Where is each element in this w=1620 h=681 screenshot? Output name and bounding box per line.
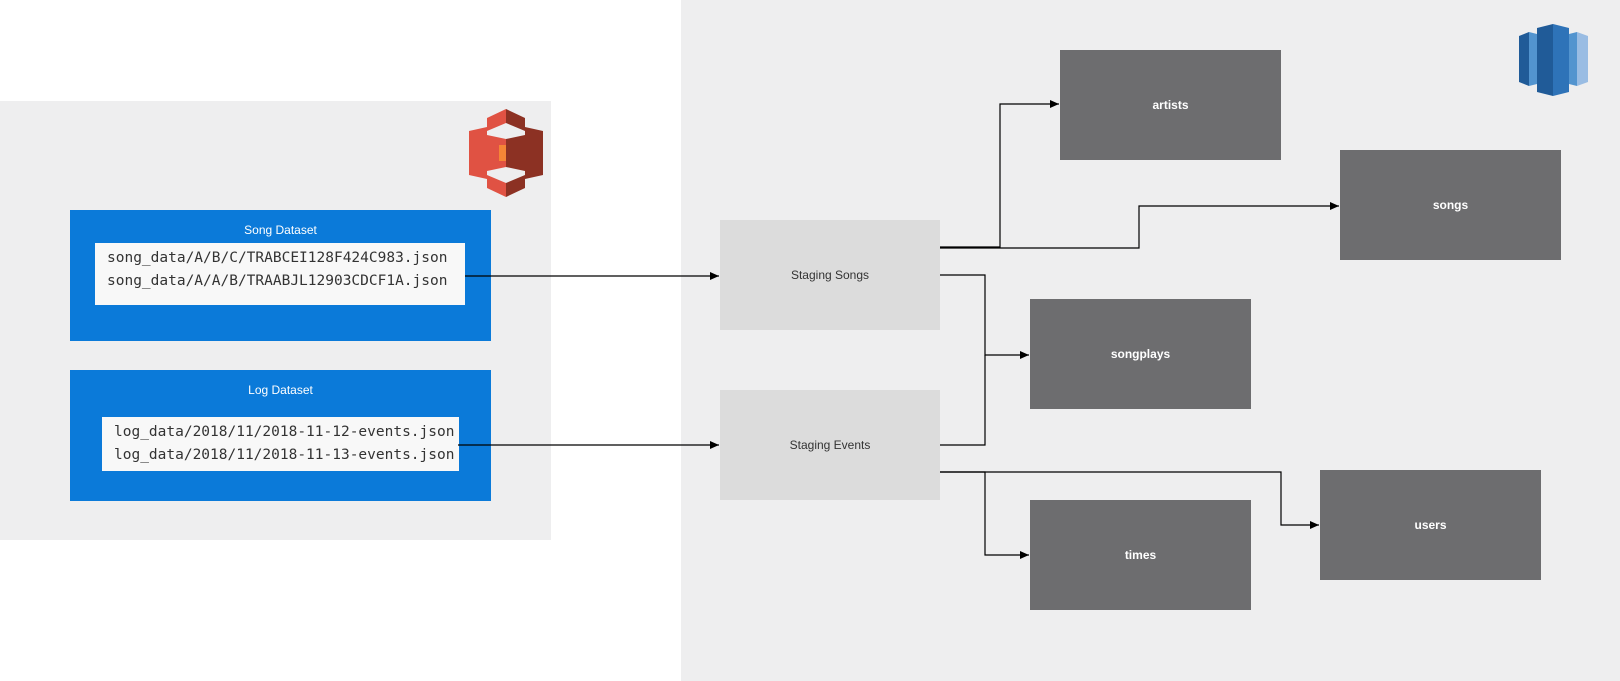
arrow-staging-songs-to-songs bbox=[940, 202, 1339, 249]
log-file-2: log_data/2018/11/2018-11-13-events.json bbox=[114, 447, 455, 463]
arrow-staging-songs-to-songplays bbox=[940, 274, 1029, 359]
arrow-staging-songs-to-artists bbox=[940, 100, 1059, 248]
log-file-1: log_data/2018/11/2018-11-12-events.json bbox=[114, 424, 455, 440]
arrow-staging-events-to-times bbox=[940, 471, 1029, 559]
song-dataset: Song Dataset song_data/A/B/C/TRABCEI128F… bbox=[70, 210, 491, 341]
log-dataset: Log Dataset log_data/2018/11/2018-11-12-… bbox=[70, 370, 491, 501]
song-file-1: song_data/A/B/C/TRABCEI128F424C983.json bbox=[107, 250, 448, 266]
table-artists: artists bbox=[1060, 50, 1281, 160]
table-users: users bbox=[1320, 470, 1541, 580]
song-dataset-title: Song Dataset bbox=[244, 223, 317, 237]
table-songplays: songplays bbox=[1030, 299, 1251, 409]
log-dataset-title: Log Dataset bbox=[248, 383, 313, 397]
s3-bucket-icon bbox=[469, 109, 543, 197]
table-times: times bbox=[1030, 500, 1251, 610]
table-songs: songs bbox=[1340, 150, 1561, 260]
log-dataset-files: log_data/2018/11/2018-11-12-events.json … bbox=[102, 417, 459, 471]
arrow-staging-events-to-songplays bbox=[940, 355, 986, 446]
song-dataset-files: song_data/A/B/C/TRABCEI128F424C983.json … bbox=[95, 243, 465, 305]
staging-events: Staging Events bbox=[720, 390, 940, 500]
song-file-2: song_data/A/A/B/TRAABJL12903CDCF1A.json bbox=[107, 273, 448, 289]
redshift-icon bbox=[1519, 24, 1588, 96]
staging-songs: Staging Songs bbox=[720, 220, 940, 330]
arrow-staging-events-to-users bbox=[940, 471, 1319, 529]
